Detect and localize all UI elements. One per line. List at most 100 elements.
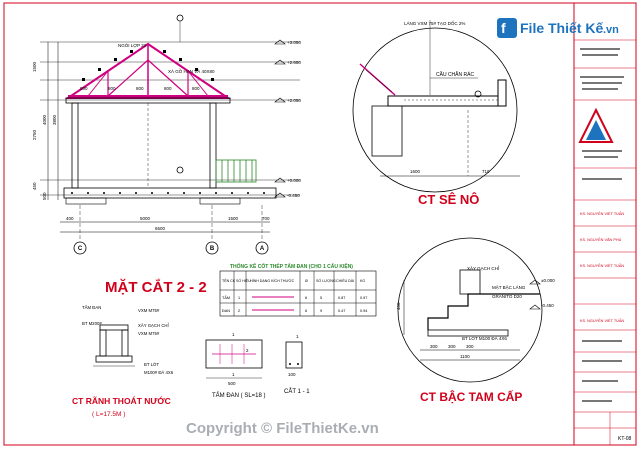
table-cell: 0.87 <box>338 296 345 300</box>
slab-mark: 1 <box>232 332 235 337</box>
bottom-dim: 400 <box>66 216 74 221</box>
slab-mark: 2 <box>246 348 249 353</box>
table-header: HÌNH DẠNG KÍCH THƯỚC <box>250 278 295 283</box>
roof-dim: 800 <box>164 86 172 91</box>
slab-mark: 1 <box>232 372 235 377</box>
table-cell: 1 <box>238 296 240 300</box>
engineer-name: KS. NGUYỄN VIẾT TUẤN <box>580 318 624 323</box>
sheet-frame <box>3 2 637 446</box>
roof-dim: 800 <box>192 86 200 91</box>
section-2-2-drawing <box>40 14 300 255</box>
eave-note-top: LÁNG VXM 75# TẠO DỐC 2% <box>404 20 465 26</box>
table-cell: 0.94 <box>360 309 367 313</box>
drain-subtitle: ( L=17.5M ) <box>92 411 125 418</box>
step-dim: 300 <box>430 344 438 349</box>
sheet-number: KT-08 <box>618 436 632 442</box>
engineer-name: KS. NGUYỄN VIẾT TUẤN <box>580 263 624 268</box>
watermark-copyright: Copyright © FileThietKe.vn <box>186 420 379 437</box>
title-block-lines <box>580 48 624 402</box>
table-cell: 6 <box>305 309 307 313</box>
left-dim: 4000 <box>42 114 47 125</box>
left-dim: 3800 <box>52 114 57 125</box>
slab-dim: 100 <box>288 372 296 377</box>
section-title: MẶT CẮT 2 - 2 <box>105 278 207 296</box>
table-cell: 9 <box>320 309 322 313</box>
rebar-table-title: THỐNG KÊ CỐT THÉP TẤM ĐAN (CHO 1 CẤU KIỆ… <box>230 262 353 270</box>
company-logo <box>578 107 614 143</box>
step-mark: ±0.000 <box>541 278 555 283</box>
table-header: KG <box>360 279 365 283</box>
svg-text:f: f <box>501 20 506 36</box>
elevation-mark: +3.050 <box>287 40 301 45</box>
slab-section-title: CẮT 1 - 1 <box>284 387 310 395</box>
roof-dim: 800 <box>136 86 144 91</box>
watermark-brand: File Thiết Kế <box>520 20 603 36</box>
roof-tile-label: NGÓI LỢP 22 <box>118 42 147 48</box>
eave-title: CT SÊ NÔ <box>418 192 479 207</box>
slab-mark: 1 <box>296 334 299 339</box>
left-dim: 1500 <box>32 61 37 72</box>
drain-note: TẤM ĐAN <box>82 305 101 310</box>
table-cell: ĐAN <box>222 309 230 313</box>
drain-note: VXM M75# <box>138 331 160 336</box>
drain-note: BT LÓT <box>144 362 159 367</box>
step-dim: 1100 <box>460 354 470 359</box>
step-note: XÂY GẠCH CHỈ <box>467 265 500 271</box>
bottom-dim: 700 <box>262 216 270 221</box>
table-cell: 0.97 <box>360 296 367 300</box>
step-mark: -0.450 <box>541 303 554 308</box>
left-dim: 2750 <box>32 129 37 140</box>
table-header: Ø <box>305 279 308 283</box>
step-title: CT BẬC TAM CẤP <box>420 389 522 404</box>
elevation-mark: +0.000 <box>287 178 301 183</box>
engineer-name: KS. NGUYỄN VIẾT TUẤN <box>580 211 624 216</box>
title-block <box>574 39 636 445</box>
axis-marker-b <box>205 241 219 255</box>
rebar-table <box>219 270 377 317</box>
step-dim: 300 <box>448 344 456 349</box>
drain-note: BT M200# <box>82 321 102 326</box>
railing <box>215 159 257 183</box>
total-dim: 6500 <box>155 226 166 231</box>
table-cell: 0.47 <box>338 309 345 313</box>
table-cell: 2 <box>238 309 240 313</box>
axis-label: C <box>78 246 83 252</box>
slab-title: TẤM ĐAN ( SL=18 ) <box>212 392 266 399</box>
watermark-logo: f File Thiết Kế .vn <box>497 18 619 38</box>
roof-dim: 800 <box>80 86 88 91</box>
axis-label: A <box>260 246 265 252</box>
step-note: MẶT BẬC LÁNG <box>492 284 526 290</box>
table-header: SỐ LƯỢNG <box>316 278 336 283</box>
eave-detail <box>352 20 520 193</box>
slab-dim: 500 <box>228 381 236 386</box>
step-dim: 300 <box>466 344 474 349</box>
eave-dim: 710 <box>482 169 490 174</box>
step-note: GRANITO D20 <box>492 294 522 299</box>
eave-dim: 1600 <box>410 169 421 174</box>
table-cell: 5 <box>320 296 322 300</box>
eave-note-mid: CẦU CHẮN RÁC <box>436 70 474 78</box>
drain-title: CT RÃNH THOÁT NƯỚC <box>72 395 171 406</box>
step-dim: 450 <box>396 302 401 310</box>
slab-detail <box>205 339 303 379</box>
table-cell: 6 <box>305 296 307 300</box>
axis-marker-c <box>73 241 87 255</box>
drain-note: VXM M75# <box>138 308 160 313</box>
step-note: BT LÓT M100 ĐÁ 4X6 <box>462 335 507 341</box>
table-header: TÊN CK <box>222 278 236 283</box>
left-dim: 450 <box>32 182 37 190</box>
table-header: CHIỀU DÀI <box>336 278 354 283</box>
drain-detail <box>93 324 135 367</box>
drain-note: XÂY GẠCH CHỈ <box>138 323 170 328</box>
bottom-dim: 1500 <box>228 216 239 221</box>
watermark-domain: .vn <box>603 24 619 36</box>
table-cell: TẤM <box>222 296 230 300</box>
axis-marker-a <box>255 241 269 255</box>
purlin-label: XÀ GỒ HẠN VÀ 40X80 <box>168 68 215 74</box>
axis-label: B <box>210 246 215 252</box>
drain-note: M100# ĐÁ 4X6 <box>144 370 174 375</box>
roof-dim: 800 <box>108 86 116 91</box>
table-header: SỐ HIỆU <box>236 278 251 283</box>
